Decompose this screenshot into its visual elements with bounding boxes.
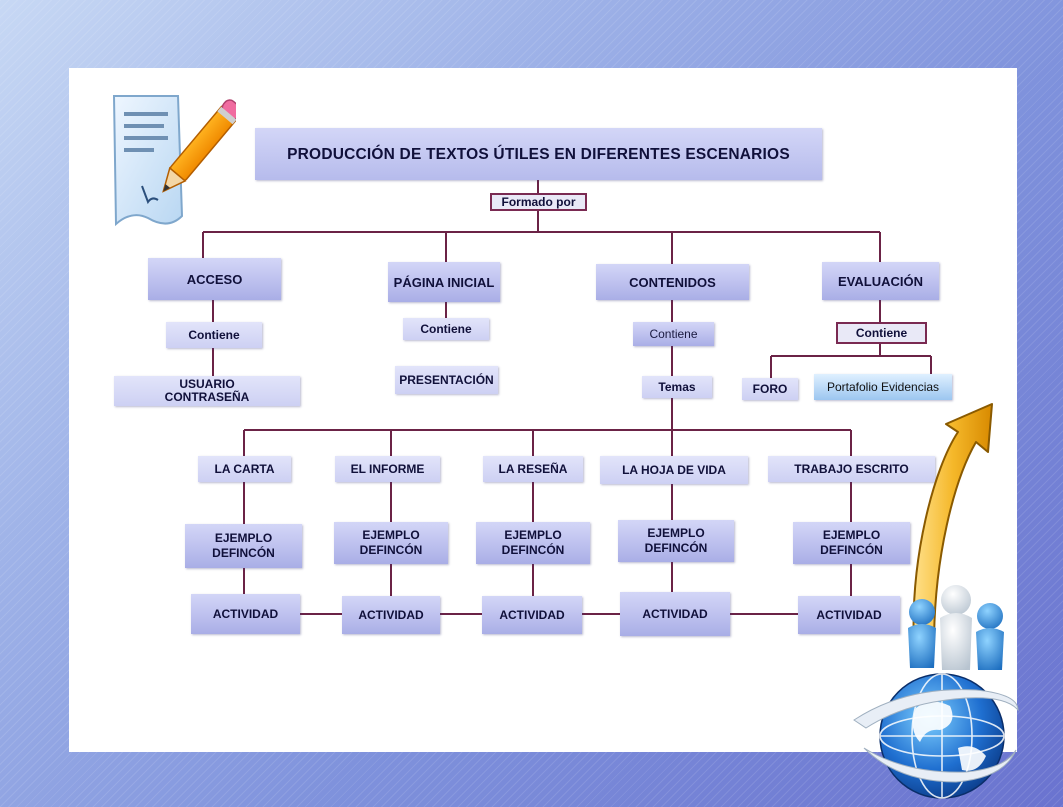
evaluacion-contiene: Contiene [836,322,927,344]
usuario-contrasena-box: USUARIO CONTRASEÑA [114,376,300,406]
contenidos-contiene: Contiene [633,322,714,346]
definicion-label: DEFINCÓN [501,543,565,557]
people-on-globe-icon [853,585,1019,799]
ejemplo-label: EJEMPLO [647,526,705,540]
acceso-contiene: Contiene [166,322,262,348]
ejemplo-definicion-1: EJEMPLO DEFINCÓN [185,524,302,568]
ejemplo-definicion-2: EJEMPLO DEFINCÓN [334,522,448,564]
branch-evaluacion: EVALUACIÓN [822,262,939,300]
branch-contenidos: CONTENIDOS [596,264,749,300]
formado-por-label: Formado por [490,193,587,211]
temas-box: Temas [642,376,712,398]
definicion-label: DEFINCÓN [212,546,275,560]
actividad-2: ACTIVIDAD [342,596,440,634]
actividad-1: ACTIVIDAD [191,594,300,634]
foro-box: FORO [742,378,798,400]
ejemplo-label: EJEMPLO [214,531,273,545]
contrasena-label: CONTRASEÑA [164,390,250,404]
ejemplo-definicion-3: EJEMPLO DEFINCÓN [476,522,590,564]
ejemplo-definicion-5: EJEMPLO DEFINCÓN [793,522,910,564]
ejemplo-label: EJEMPLO [362,528,420,542]
portafolio-evidencias-box: Portafolio Evidencias [814,374,952,400]
actividad-3: ACTIVIDAD [482,596,582,634]
topic-la-hoja-de-vida: LA HOJA DE VIDA [600,456,748,484]
ejemplo-label: EJEMPLO [504,528,562,542]
diagram-title: PRODUCCIÓN DE TEXTOS ÚTILES EN DIFERENTE… [255,128,822,180]
curved-arrow-icon [912,403,993,647]
definicion-label: DEFINCÓN [644,541,708,555]
ejemplo-definicion-4: EJEMPLO DEFINCÓN [618,520,734,562]
document-pencil-icon [112,95,236,227]
branch-pagina-inicial: PÁGINA INICIAL [388,262,500,302]
actividad-4: ACTIVIDAD [620,592,730,636]
pagina-contiene: Contiene [403,318,489,340]
definicion-label: DEFINCÓN [359,543,423,557]
actividad-5: ACTIVIDAD [798,596,900,634]
topic-la-carta: LA CARTA [198,456,291,482]
usuario-label: USUARIO [179,377,235,391]
branch-acceso: ACCESO [148,258,281,300]
definicion-label: DEFINCÓN [820,543,883,557]
presentacion-box: PRESENTACIÓN [395,366,498,394]
topic-el-informe: EL INFORME [335,456,440,482]
topic-la-resena: LA RESEÑA [483,456,583,482]
topic-trabajo-escrito: TRABAJO ESCRITO [768,456,935,482]
ejemplo-label: EJEMPLO [822,528,881,542]
slide [69,68,1017,752]
